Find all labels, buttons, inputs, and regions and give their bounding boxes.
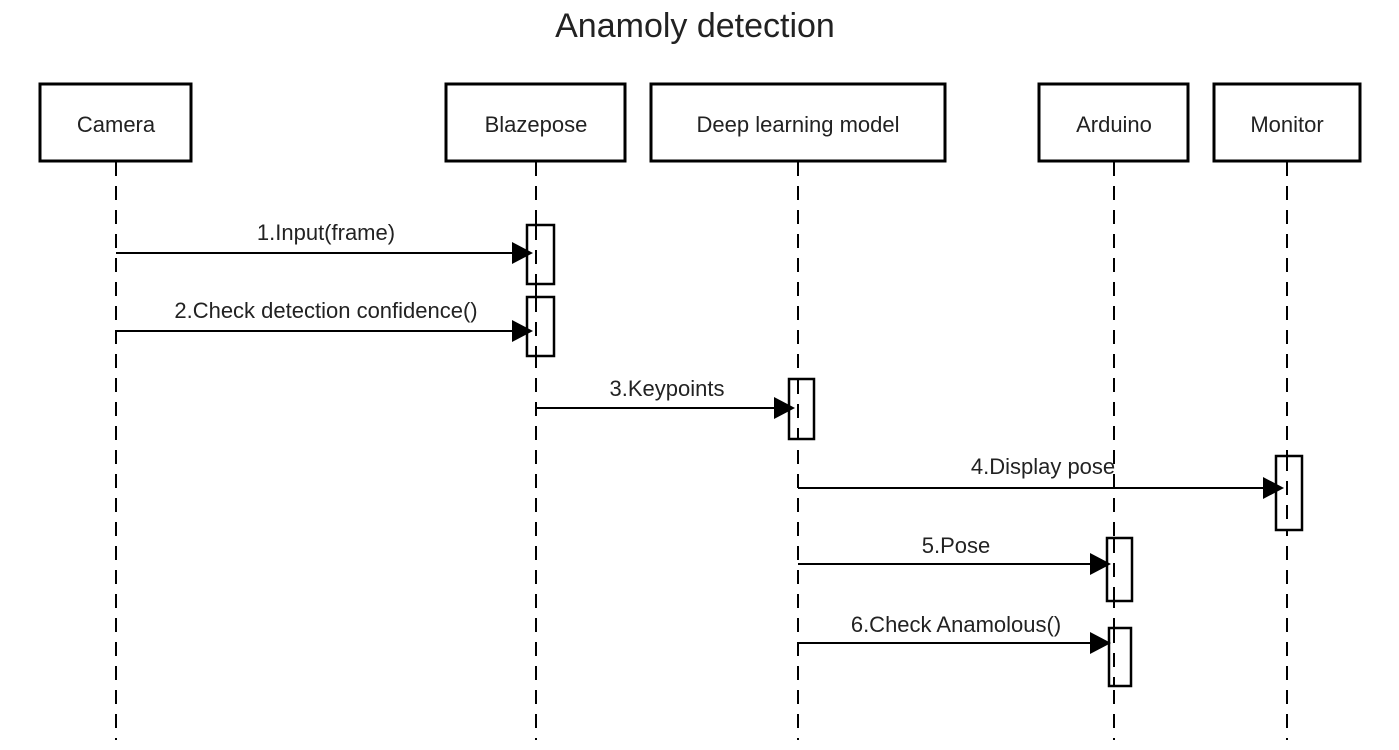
message-label: 5.Pose xyxy=(922,533,991,558)
message-2: 2.Check detection confidence() xyxy=(116,298,533,342)
activation-blazepose-2 xyxy=(525,295,556,358)
arrowhead-icon xyxy=(512,242,533,264)
message-6: 6.Check Anamolous() xyxy=(798,612,1111,654)
message-1: 1.Input(frame) xyxy=(116,220,533,264)
activation-blazepose-1 xyxy=(525,223,556,286)
participant-camera: Camera xyxy=(38,82,193,163)
message-5: 5.Pose xyxy=(798,533,1111,575)
message-4: 4.Display pose xyxy=(798,454,1284,499)
arrowhead-icon xyxy=(1090,553,1111,575)
arrowhead-icon xyxy=(774,397,795,419)
activation-arduino-1 xyxy=(1105,536,1134,603)
arrowhead-icon xyxy=(1263,477,1284,499)
message-label: 1.Input(frame) xyxy=(257,220,395,245)
activation-bars xyxy=(525,223,1304,688)
participant-label: Arduino xyxy=(1076,112,1152,137)
message-label: 2.Check detection confidence() xyxy=(174,298,477,323)
activation-monitor xyxy=(1274,454,1304,532)
messages: 1.Input(frame) 2.Check detection confide… xyxy=(116,220,1284,654)
participant-monitor: Monitor xyxy=(1212,82,1362,163)
participant-label: Camera xyxy=(77,112,156,137)
participants: Camera Blazepose Deep learning model Ard… xyxy=(38,82,1362,163)
participant-deep-learning-model: Deep learning model xyxy=(649,82,947,163)
diagram-title: Anamoly detection xyxy=(555,7,835,45)
lifeline-overlays xyxy=(535,226,1288,685)
message-3: 3.Keypoints xyxy=(536,376,795,419)
arrowhead-icon xyxy=(512,320,533,342)
participant-label: Blazepose xyxy=(485,112,588,137)
message-label: 3.Keypoints xyxy=(610,376,725,401)
participant-label: Monitor xyxy=(1250,112,1323,137)
participant-label: Deep learning model xyxy=(696,112,899,137)
arrowhead-icon xyxy=(1090,632,1111,654)
activation-deep-learning-model xyxy=(787,377,816,441)
message-label: 4.Display pose xyxy=(971,454,1115,479)
participant-blazepose: Blazepose xyxy=(444,82,627,163)
message-label: 6.Check Anamolous() xyxy=(851,612,1061,637)
activation-arduino-2 xyxy=(1107,626,1133,688)
participant-arduino: Arduino xyxy=(1037,82,1190,163)
